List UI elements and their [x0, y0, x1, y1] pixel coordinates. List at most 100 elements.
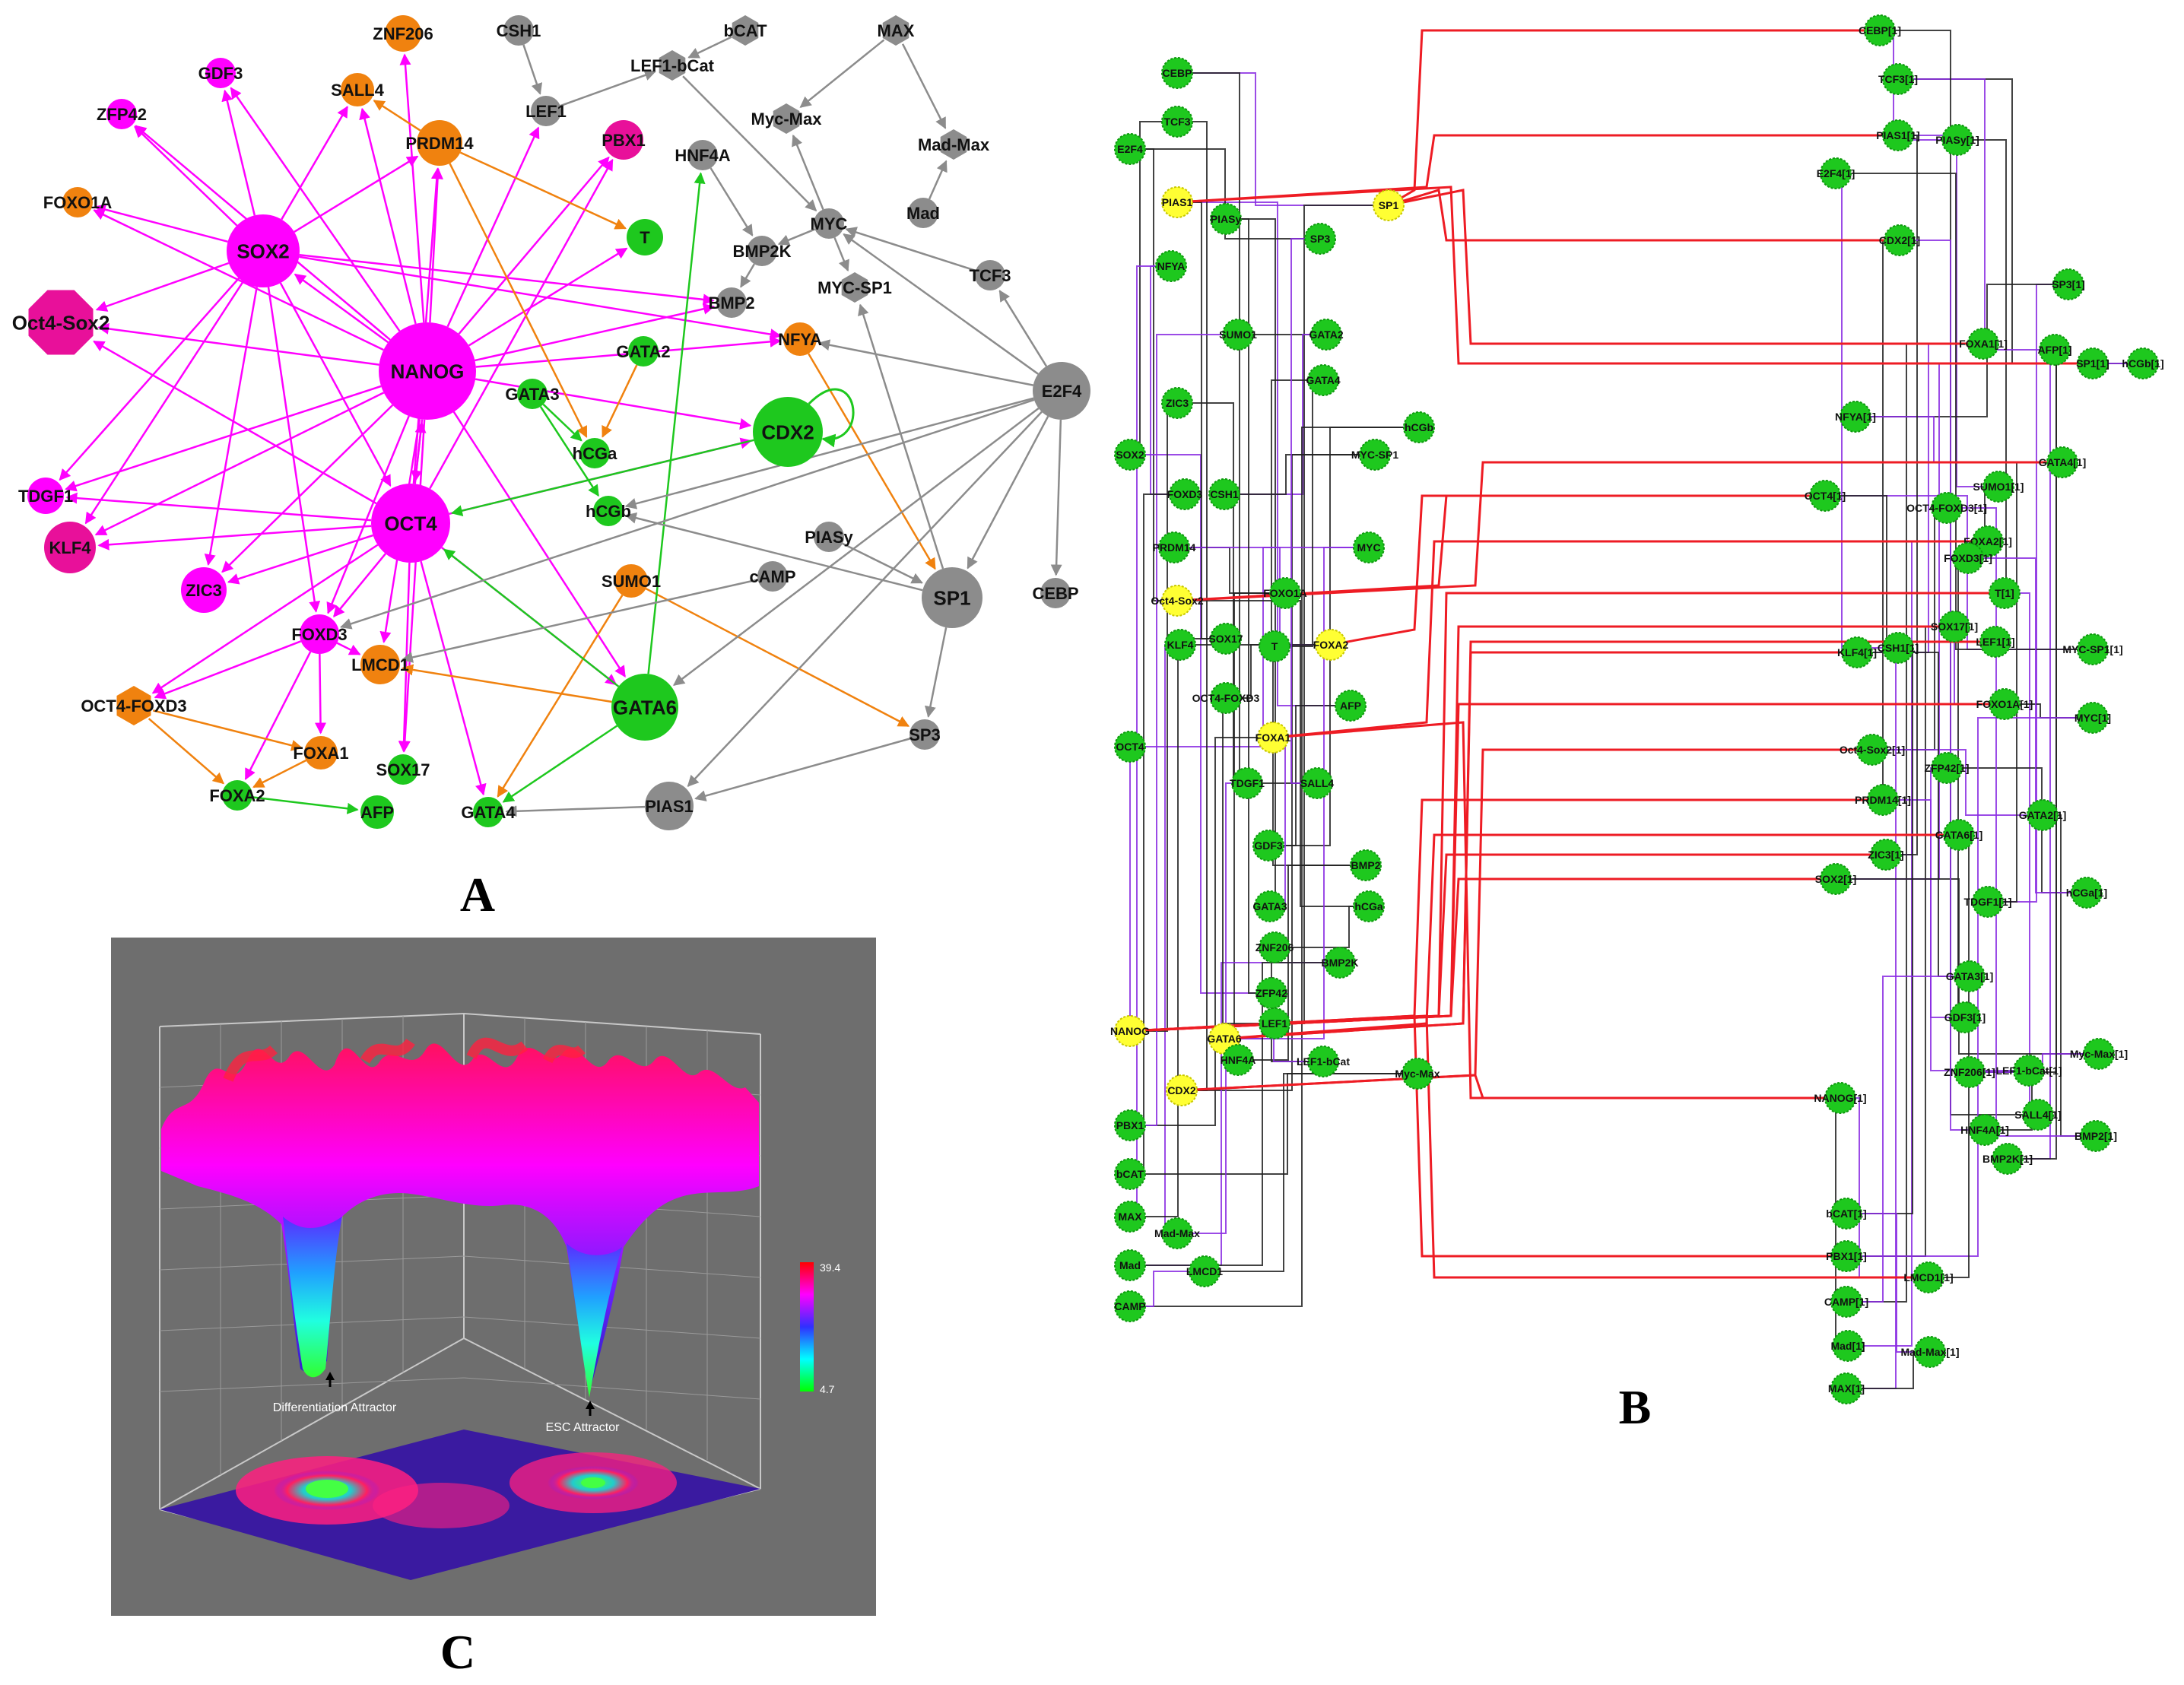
b-node-label: OCT4 [1116, 741, 1144, 753]
b-node-cebp-t1: CEBP[1] [1859, 14, 1901, 46]
network-b-edge [1290, 238, 1320, 784]
node-label: AFP [360, 803, 394, 822]
node-label: LMCD1 [351, 655, 409, 674]
node-oct4-sox2: Oct4-Sox2 [12, 290, 110, 355]
network-a-edge [901, 43, 947, 129]
network-a-edge [522, 44, 543, 95]
b-node-label: FOXO1A[1] [1976, 698, 2033, 710]
b-node-sox2-t1: SOX2[1] [1815, 863, 1856, 895]
b-node-sall4-t1: SALL4[1] [2014, 1099, 2062, 1131]
b-node-label: TCF3 [1164, 116, 1191, 128]
b-node-hnf4a-t1: HNF4A[1] [1960, 1114, 2009, 1146]
network-a-edge [833, 237, 849, 272]
node-tcf3: TCF3 [970, 260, 1011, 290]
node-sox2: SOX2 [227, 214, 300, 287]
b-node-lmcd1-t1: LMCD1[1] [1903, 1261, 1954, 1293]
b-node-tcf3-t1: TCF3[1] [1878, 63, 1918, 95]
node-label: FOXD3 [291, 625, 347, 644]
b-node-label: SOX17 [1208, 633, 1243, 645]
b-node-label: E2F4[1] [1817, 167, 1855, 179]
b-node-afp: AFP [1335, 690, 1367, 722]
b-node-pias1: PIAS1 [1161, 186, 1193, 218]
b-node-label: SP1[1] [2076, 357, 2109, 370]
b-node-label: OCT4-FOXD3[1] [1906, 502, 1987, 514]
network-a-edge [497, 595, 624, 798]
b-node-label: ZIC3 [1166, 397, 1189, 409]
network-a-edge [682, 75, 817, 212]
b-node-foxo1a: FOXO1A [1263, 577, 1307, 609]
b-node-label: OCT4-FOXD3 [1192, 692, 1260, 704]
network-b-cross-edge [1272, 540, 1988, 739]
node-label: GATA4 [461, 803, 516, 822]
node-foxa1: FOXA1 [293, 736, 349, 770]
b-node-label: MAX [1118, 1211, 1142, 1223]
b-node-label: bCAT[1] [1826, 1207, 1866, 1220]
b-node-hcgb-t1: hCGb[1] [2122, 347, 2164, 379]
b-node-camp: CAMP [1114, 1290, 1146, 1322]
b-node-label: ZFP42 [1255, 987, 1287, 999]
node-label: MAX [878, 21, 915, 40]
b-node-tdgf1-t1: TDGF1[1] [1964, 886, 2012, 918]
network-a-edge [314, 653, 326, 735]
b-node-label: GATA6[1] [1935, 829, 1982, 841]
network-a-edge [244, 651, 312, 780]
differentiation-well [283, 1217, 342, 1378]
node-mad-max: Mad-Max [918, 129, 990, 160]
network-b-cross-edge [1129, 625, 1954, 1033]
network-a-edge [294, 155, 419, 233]
b-node-bmp2k: BMP2K [1321, 947, 1359, 979]
node-label: FOXO1A [43, 193, 113, 212]
node-label: ZIC3 [186, 581, 222, 600]
network-a-edge [459, 151, 627, 230]
node-sall4: SALL4 [331, 73, 385, 106]
network-a-edge [230, 87, 401, 332]
node-bcat: bCAT [723, 15, 767, 46]
b-node-label: TDGF1[1] [1964, 896, 2012, 908]
node-bmp2k: BMP2K [732, 236, 792, 266]
b-node-label: LMCD1 [1186, 1265, 1223, 1277]
network-b-edge [1857, 343, 1983, 653]
network-b-cross-edge [1224, 640, 1995, 1040]
network-a-edge [560, 69, 656, 107]
network-a-edge [402, 664, 612, 703]
network-b-edge [1130, 454, 1271, 994]
node-label: SOX17 [376, 760, 430, 779]
b-node-label: PIASy[1] [1935, 134, 1979, 146]
node-label: SP1 [933, 586, 970, 609]
network-a-edge [152, 709, 303, 751]
b-node-label: TCF3[1] [1878, 73, 1918, 85]
b-node-oct4-foxd3: OCT4-FOXD3 [1192, 682, 1260, 714]
node-label: SUMO1 [602, 572, 661, 591]
network-b-edge [2005, 592, 2038, 1115]
b-node-label: GATA3 [1252, 900, 1287, 912]
network-b-cross-edge [1129, 877, 1836, 1033]
network-a-edge [843, 233, 1039, 375]
b-node-bmp2: BMP2 [1350, 849, 1382, 881]
b-node-label: NANOG[1] [1814, 1092, 1866, 1104]
node-label: T [640, 228, 650, 247]
node-label: E2F4 [1042, 382, 1082, 401]
network-a-edge [221, 89, 256, 216]
b-node-sp1: SP1 [1373, 189, 1405, 221]
b-node-bcat: bCAT [1114, 1158, 1146, 1190]
network-a-edge [475, 335, 782, 368]
panel-label-b: B [1619, 1380, 1652, 1434]
b-node-foxa1-t1: FOXA1[1] [1959, 328, 2008, 360]
b-node-myc-sp1: MYC-SP1 [1351, 439, 1398, 471]
network-b-edge [1130, 638, 1226, 1217]
network-a-edge [299, 255, 782, 340]
network-b-cross-edge [1129, 592, 2005, 1033]
b-node-label: CEBP[1] [1859, 24, 1901, 36]
node-label: PBX1 [602, 131, 645, 150]
node-gdf3: GDF3 [198, 58, 243, 88]
b-node-bmp2k-t1: BMP2K[1] [1982, 1143, 2033, 1175]
node-pbx1: PBX1 [602, 120, 646, 160]
node-hnf4a: HNF4A [675, 140, 731, 170]
network-a-edge [446, 126, 540, 328]
node-lef1: LEF1 [525, 96, 567, 126]
b-node-label: HNF4A[1] [1960, 1124, 2009, 1136]
b-node-gdf3-t1: GDF3[1] [1944, 1001, 1986, 1033]
node-label: SP3 [909, 725, 941, 744]
network-b-edge [1825, 495, 1898, 649]
network-a-edge [452, 411, 626, 677]
